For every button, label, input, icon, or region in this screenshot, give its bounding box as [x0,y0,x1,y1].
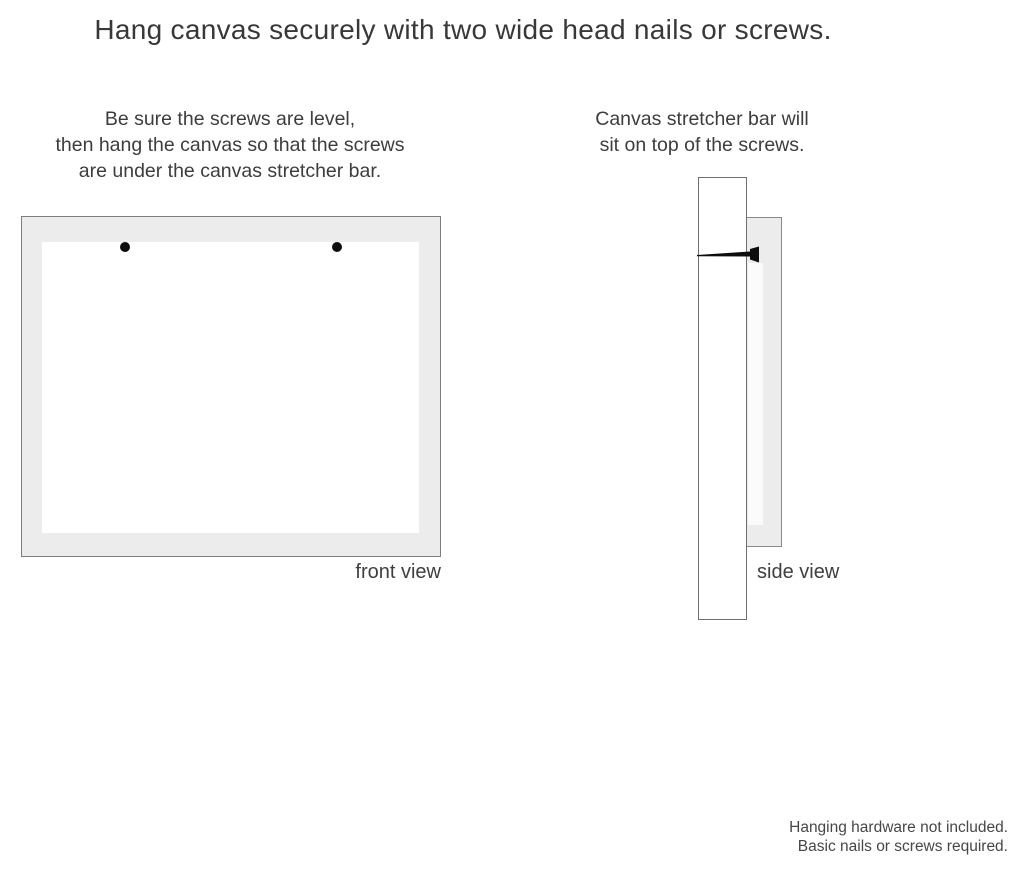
instruction-line: sit on top of the screws. [599,134,805,156]
canvas-side-face [748,263,763,525]
footer-line: Hanging hardware not included. [789,819,1008,836]
footer-line: Basic nails or screws required. [797,837,1008,855]
footer-note: Hanging hardware not included. Basic nai… [608,819,1008,856]
front-view-instructions: Be sure the screws are level, then hang … [0,106,460,184]
front-view-canvas-frame [21,216,441,557]
front-view-label: front view [355,561,441,583]
instruction-line: then hang the canvas so that the screws [55,134,405,156]
nail-head-icon [332,242,342,252]
canvas-front-face [42,242,419,533]
side-view-instructions: Canvas stretcher bar will sit on top of … [562,106,842,158]
nail-head-icon [120,242,130,252]
nail-shape [697,246,759,263]
side-view-canvas-edge [745,217,782,547]
nail-icon [697,246,759,263]
instruction-line: Canvas stretcher bar will [595,108,809,130]
page-title: Hang canvas securely with two wide head … [94,14,832,45]
wall-bar [698,177,747,620]
instruction-line: are under the canvas stretcher bar. [78,160,382,182]
instruction-line: Be sure the screws are level, [104,108,356,130]
side-view-label: side view [757,561,840,583]
